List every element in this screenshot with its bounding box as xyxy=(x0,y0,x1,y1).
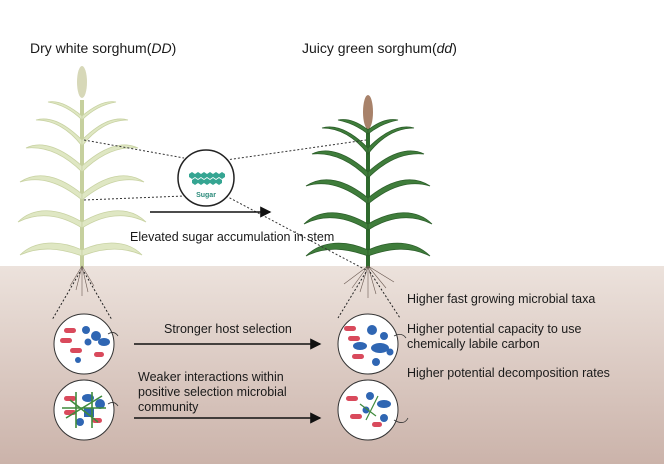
sugar-circle xyxy=(177,149,235,207)
juicy-rhizosphere-community xyxy=(337,313,407,375)
outcome-line: Higher potential capacity to use xyxy=(407,322,582,336)
host-selection-label: Stronger host selection xyxy=(164,322,292,336)
stem-arrow-label: Elevated sugar accumulation in stem xyxy=(130,230,335,244)
dry-interaction-community xyxy=(53,379,119,441)
outcome-line: chemically labile carbon xyxy=(407,337,540,351)
dry-sorghum-title: Dry white sorghum(DD) xyxy=(30,40,177,56)
soil-band xyxy=(0,266,664,464)
interaction-label-line: Weaker interactions within xyxy=(138,370,284,384)
sugar-molecule-icon xyxy=(189,172,225,185)
outcome-decomposition: Higher potential decomposition rates xyxy=(407,366,610,380)
juicy-sorghum-plant xyxy=(303,95,433,298)
outcome-labile-carbon: Higher potential capacity to use chemica… xyxy=(407,322,581,352)
sugar-label: Sugar xyxy=(196,192,216,199)
interaction-label-line: positive selection microbial xyxy=(138,385,287,399)
dry-sorghum-plant xyxy=(17,66,147,296)
juicy-interaction-community xyxy=(337,379,409,441)
dry-panicle xyxy=(77,66,87,98)
sugar-connectors xyxy=(83,139,367,271)
root-zoom-lines xyxy=(51,271,401,321)
outcome-fast-growing: Higher fast growing microbial taxa xyxy=(407,292,596,306)
interaction-label-line: community xyxy=(138,400,199,414)
interaction-label: Weaker interactions within positive sele… xyxy=(138,370,287,415)
juicy-panicle xyxy=(363,95,373,129)
dry-rhizosphere-community xyxy=(53,313,119,375)
juicy-sorghum-title: Juicy green sorghum(dd) xyxy=(302,40,457,56)
